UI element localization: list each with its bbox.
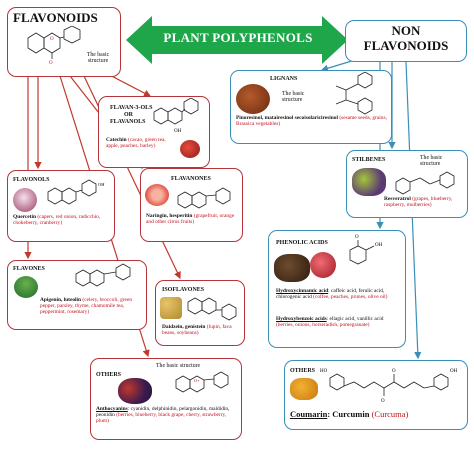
flavones-text: Apigenin, luteolin (celery, broccoli, gr… (40, 297, 144, 315)
resveratrol-sources: (grapes, blueberry, raspberry, mulberrie… (384, 196, 453, 208)
anthocyanin-structure-icon: O+ (175, 371, 229, 393)
catechin-label: Catechin (106, 137, 127, 143)
catechin-structure-icon: OH (153, 98, 199, 134)
stilbenes-text: Resveratrol (grapes, blueberry, raspberr… (384, 196, 466, 209)
coffee-beans-icon (274, 254, 310, 282)
resveratrol-label: Resveratrol (384, 196, 411, 202)
lignans-sources: (sesame seeds, grains, Brassica vegetabl… (236, 115, 387, 127)
hydroxycinnamic-sources: (coffee, peaches, prunes, olive oil) (313, 293, 388, 300)
svg-text:O: O (50, 37, 54, 42)
curcuma-source: (Curcuma) (371, 409, 409, 419)
flavonols-title: FLAVONOLS (13, 177, 50, 183)
phenolic-oh-label: OH (375, 243, 383, 248)
anthocyanins-detail: : cyanidin, delphinidin, pelargonidin, m… (96, 406, 230, 418)
lignans-title: LIGNANS (270, 76, 298, 82)
flavonoids-basic-structure: The basic structure (86, 52, 110, 65)
hydroxybenzoic-text: Hydroxybenzoic acids: ellagic acid, vani… (276, 316, 402, 329)
curcumin-oh-label: OH (450, 369, 458, 374)
daidzein-sources: (lupin, fava beans, soybeans) (162, 324, 232, 336)
plant-polyphenols-banner (126, 16, 348, 64)
curcumin-label: : Curcumin (327, 409, 370, 419)
flavonols-text: Quercetin (capers, red onion, radicchio,… (13, 214, 111, 227)
flavanols-title-1: FLAVAN-3-OLS (110, 105, 153, 111)
turmeric-icon (290, 378, 318, 400)
onion-icon (13, 188, 37, 212)
curcumin-o-left-label: O (381, 399, 385, 404)
broccoli-icon (14, 276, 38, 298)
others-flavonoids-title: OTHERS (96, 372, 122, 378)
grapes-icon (352, 168, 386, 196)
grapefruit-icon (145, 184, 169, 206)
hydroxybenzoic-sources: (berries, onions, horseradish, pomegrana… (276, 321, 370, 328)
apigenin-sources: (celery, broccoli, green pepper, parsley… (40, 297, 133, 315)
daidzein-structure-icon (187, 297, 237, 321)
phenolic-acids-title: PHENOLIC ACIDS (276, 240, 328, 246)
lignans-basic-structure: The basic structure (282, 91, 305, 104)
non-flavonoids-title-1: NON (391, 23, 421, 38)
banner-label: PLANT POLYPHENOLS (163, 30, 313, 45)
hydroxybenzoic-label: Hydroxybenzoic acids (276, 316, 327, 322)
stilbenes-basic-structure: The basic structure (420, 155, 443, 168)
naringin-label: Naringin, hesperitin (146, 213, 193, 219)
others-flavonoids-box (90, 358, 242, 440)
hydroxycinnamic-label: Hydroxycinnamic acid (276, 288, 329, 294)
svg-text:O+: O+ (194, 378, 200, 383)
flavones-title: FLAVONES (13, 266, 45, 272)
quercetin-label: Quercetin (13, 214, 36, 220)
daidzein-label: Daidzein, genistein (162, 324, 206, 330)
hydroxycinnamic-compounds: : caffeic acid, ferulic acid, chlorogeni… (276, 288, 385, 300)
quercetin-sources: (capers, red onion, radicchio, chokeberr… (13, 214, 101, 226)
flavonoid-structure-icon: O O (27, 26, 81, 66)
lignans-compound: Pinoresinol, matairesinol secoisolaricir… (236, 115, 338, 121)
phenolic-acids-box (268, 230, 406, 348)
isoflavones-text: Daidzein, genistein (lupin, fava beans, … (162, 324, 242, 337)
others-flavonoids-text: Anthocyanins: cyanidin, delphinidin, pel… (96, 406, 238, 424)
apigenin-label: Apigenin, luteolin (40, 297, 82, 303)
curcumin-structure-icon: HO OH O O (320, 369, 458, 404)
lignans-text: Pinoresinol, matairesinol secoisolaricir… (236, 115, 388, 128)
others-nonflavonoids-text: Coumarin: Curcumin (Curcuma) (290, 409, 466, 419)
stilbene-structure-icon (395, 171, 455, 195)
berries-icon (118, 378, 152, 404)
curcumin-ho-label: HO (320, 369, 328, 374)
hydroxycinnamic-text: Hydroxycinnamic acid: caffeic acid, feru… (276, 288, 402, 301)
curcumin-o-right-label: O (392, 369, 396, 374)
naringin-sources: (grapefruit, orange and other citrus fru… (146, 213, 235, 225)
pomegranate-icon (310, 252, 336, 278)
sesame-seeds-icon (236, 84, 270, 114)
isoflavones-title: ISOFLAVONES (162, 287, 205, 293)
anthocyanins-label: Anthocyanins (96, 406, 128, 412)
soybeans-icon (160, 297, 182, 319)
flavonoids-box (7, 7, 121, 77)
apple-icon (180, 140, 200, 158)
svg-text:OH: OH (174, 129, 182, 134)
flavanones-text: Naringin, hesperitin (grapefruit, orange… (146, 213, 239, 226)
lignan-structure-icon (335, 72, 373, 115)
phenolic-o-label: O (355, 235, 359, 240)
coumarin-label: Coumarin (290, 409, 328, 419)
flavonoids-title: FLAVONOIDS (13, 10, 98, 25)
anthocyanins-sources: (berries, blueberry, black grape, cherry… (96, 411, 227, 424)
stilbenes-title: STILBENES (352, 157, 386, 163)
apigenin-structure-icon (75, 263, 131, 287)
others-nonflavonoids-title: OTHERS (290, 368, 316, 374)
flavanols-title-3: FLAVANOLS (110, 119, 146, 125)
flavanols-title-2: OR (124, 112, 133, 118)
naringin-structure-icon (177, 187, 231, 209)
flavanols-text: Catechin (cacao, green tea, apple, peach… (106, 137, 178, 150)
non-flavonoids-box (345, 20, 467, 62)
non-flavonoids-title-2: FLAVONOIDS (363, 38, 449, 53)
flavanones-title: FLAVANONES (171, 176, 211, 182)
svg-text:O: O (49, 61, 53, 66)
quercetin-structure-icon: OH (47, 179, 105, 205)
catechin-sources: (cacao, green tea, apple, peaches, barle… (106, 137, 166, 149)
salicylic-structure-icon: O OH (349, 235, 383, 265)
others-flavonoids-basic-structure: The basic structure (156, 363, 201, 369)
lignans-box (230, 70, 392, 144)
hydroxybenzoic-compounds: : ellagic acid, vanillic acid (326, 316, 384, 322)
svg-text:OH: OH (98, 182, 105, 187)
